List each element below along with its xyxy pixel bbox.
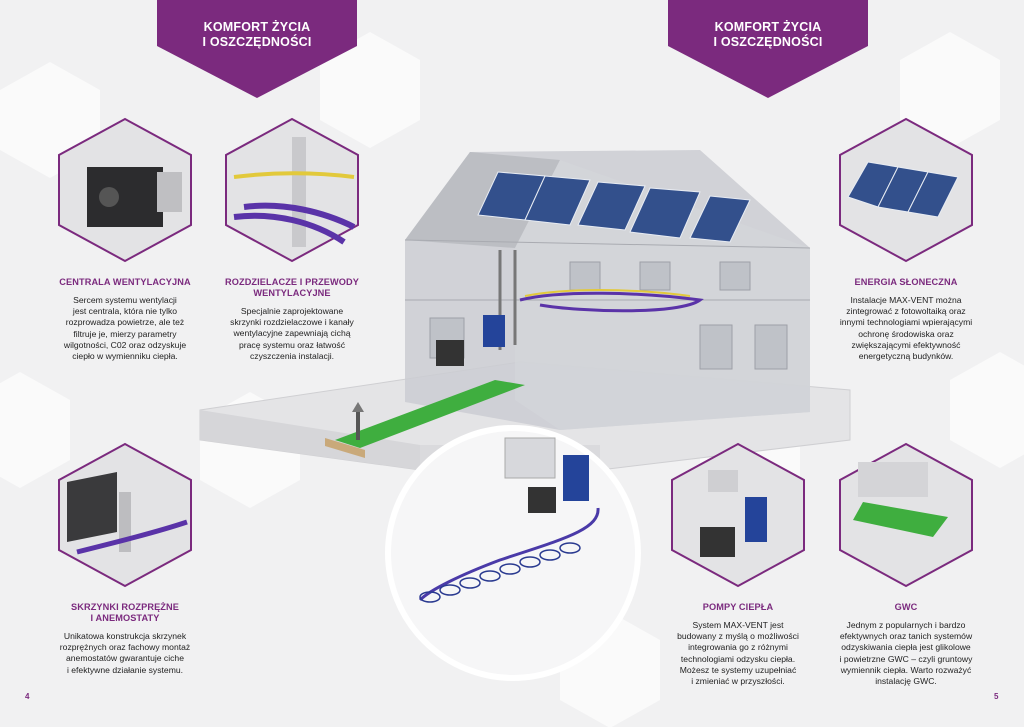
title-line: ROZDZIELACZE I PRZEWODY bbox=[225, 277, 359, 287]
banner-right: KOMFORT ŻYCIA I OSZCZĘDNOŚCI bbox=[668, 0, 868, 98]
section-body-energia: Instalacje MAX-VENT można zintegrować z … bbox=[826, 295, 986, 362]
body-line: skrzynki rozdzielaczowe i kanały bbox=[230, 317, 354, 328]
body-line: i zmieniać w przyszłości. bbox=[691, 676, 785, 687]
section-body-centrala: Sercem systemu wentylacji jest centrala,… bbox=[44, 295, 206, 362]
hex-energia-image bbox=[838, 117, 974, 263]
body-line: energetyczną budynków. bbox=[858, 351, 954, 362]
body-line: Instalacje MAX-VENT można bbox=[850, 295, 962, 305]
body-line: Sercem systemu wentylacji bbox=[73, 295, 177, 305]
section-title-rozdzielacze: ROZDZIELACZE I PRZEWODY WENTYLACYJNE bbox=[212, 277, 372, 299]
title-line: SKRZYNKI ROZPRĘŻNE bbox=[71, 602, 179, 612]
body-line: System MAX-VENT jest bbox=[692, 620, 784, 630]
body-line: i powietrzne GWC – czyli gruntowy bbox=[839, 653, 973, 664]
body-line: wentylacyjne zapewniają cichą bbox=[233, 328, 351, 339]
body-line: rozprężnych oraz fachowy montaż bbox=[59, 642, 191, 653]
body-line: budowany z myślą o możliwości bbox=[677, 631, 799, 642]
body-line: rozprowadza powietrze, ale też bbox=[65, 317, 185, 328]
hex-skrzynki-image bbox=[57, 442, 193, 588]
body-line: Jednym z popularnych i bardzo bbox=[846, 620, 966, 630]
banner-right-text: KOMFORT ŻYCIA I OSZCZĘDNOŚCI bbox=[668, 20, 868, 50]
body-line: filtruje je, mierzy parametry bbox=[73, 328, 177, 339]
body-line: czyszczenia instalacji. bbox=[249, 350, 335, 361]
banner-left-text: KOMFORT ŻYCIA I OSZCZĘDNOŚCI bbox=[157, 20, 357, 50]
body-line: innymi technologiami wpierającymi bbox=[839, 317, 973, 328]
body-line: odzyskiwania ciepła jest glikolowe bbox=[841, 642, 971, 653]
body-line: technologiami odzysku ciepła. bbox=[680, 653, 796, 664]
section-title-centrala: CENTRALA WENTYLACYJNA bbox=[59, 277, 191, 287]
body-line: wymiennik ciepła. Warto rozważyć bbox=[840, 664, 972, 675]
section-body-gwc: Jednym z popularnych i bardzo efektywnyc… bbox=[826, 620, 986, 687]
body-line: wilgotności, C02 oraz odzyskuje bbox=[63, 339, 187, 350]
banner-right-shape bbox=[668, 0, 868, 98]
body-line: Unikatowa konstrukcja skrzynek bbox=[63, 631, 187, 641]
banner-left-shape bbox=[157, 0, 357, 98]
title-line: I ANEMOSTATY bbox=[90, 613, 160, 623]
page-number-left: 4 bbox=[25, 692, 30, 701]
body-line: ciepło w wymienniku ciepła. bbox=[72, 351, 178, 362]
body-line: efektywnych oraz tanich systemów bbox=[839, 631, 973, 642]
body-line: integrowania go z różnymi bbox=[688, 642, 788, 653]
banner-left-line1: KOMFORT ŻYCIA bbox=[203, 20, 311, 34]
hex-pompy-image bbox=[670, 442, 806, 588]
body-line: instalację GWC. bbox=[875, 676, 937, 687]
section-title-gwc: GWC bbox=[894, 602, 918, 612]
body-line: zintegrować z fotowoltaiką oraz bbox=[846, 306, 966, 317]
title-line: WENTYLACYJNE bbox=[253, 288, 331, 298]
banner-right-line2: I OSZCZĘDNOŚCI bbox=[713, 35, 823, 49]
body-line: pracę systemu oraz łatwość bbox=[238, 339, 346, 350]
hex-rozdzielacze-image bbox=[224, 117, 360, 263]
body-line: anemostatów gwarantuje ciche bbox=[66, 653, 184, 664]
body-line: jest centrala, która nie tylko bbox=[72, 306, 178, 317]
banner-right-line1: KOMFORT ŻYCIA bbox=[714, 20, 822, 34]
page-number-right: 5 bbox=[994, 692, 999, 701]
banner-left: KOMFORT ŻYCIA I OSZCZĘDNOŚCI bbox=[157, 0, 357, 98]
hex-gwc-image bbox=[838, 442, 974, 588]
section-body-rozdzielacze: Specjalnie zaprojektowane skrzynki rozdz… bbox=[212, 306, 372, 362]
body-line: Specjalnie zaprojektowane bbox=[240, 306, 344, 316]
section-title-skrzynki: SKRZYNKI ROZPRĘŻNE I ANEMOSTATY bbox=[44, 602, 206, 624]
section-title-energia: ENERGIA SŁONECZNA bbox=[854, 277, 958, 287]
hex-centrala-image bbox=[57, 117, 193, 263]
section-title-pompy: POMPY CIEPŁA bbox=[702, 602, 774, 612]
banner-left-line2: I OSZCZĘDNOŚCI bbox=[202, 35, 312, 49]
body-line: ochronę środowiska oraz bbox=[858, 328, 954, 339]
body-line: Możesz te systemy uzupełniać bbox=[679, 664, 797, 675]
section-body-pompy: System MAX-VENT jest budowany z myślą o … bbox=[658, 620, 818, 687]
body-line: zwiększającymi efektywność bbox=[851, 339, 961, 350]
body-line: i efektywne działanie systemu. bbox=[66, 664, 184, 675]
section-body-skrzynki: Unikatowa konstrukcja skrzynek rozprężny… bbox=[44, 631, 206, 676]
